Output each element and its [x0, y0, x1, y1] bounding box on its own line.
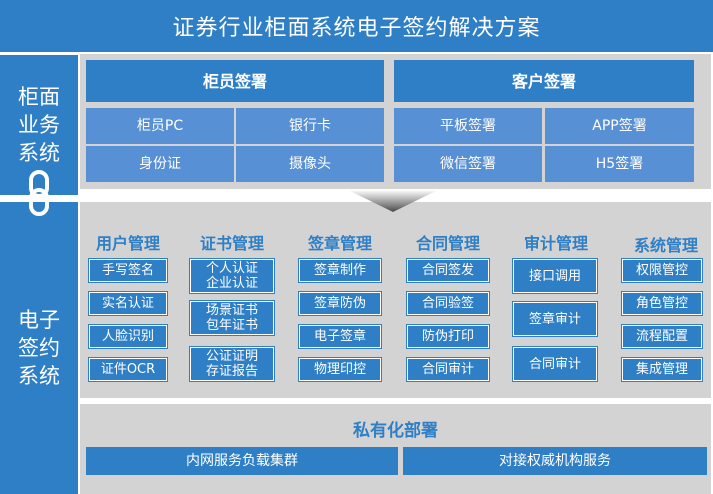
- module-item: 签章审计: [513, 302, 597, 336]
- esign-label-line: 签约: [18, 336, 60, 360]
- customer-item: APP签署: [545, 108, 694, 144]
- private-item: 对接权威机构服务: [403, 447, 707, 475]
- esign-label-line: 系统: [18, 364, 60, 388]
- customer-item: 微信签署: [394, 146, 542, 182]
- teller-item: 柜员PC: [86, 108, 234, 144]
- customer-item: 平板签署: [394, 108, 542, 144]
- module-title-user: 用户管理: [95, 234, 160, 253]
- module-item: 电子签章: [299, 325, 381, 348]
- module-item: 签章制作: [299, 259, 381, 282]
- module-title-contract: 合同管理: [415, 234, 480, 253]
- module-title-audit: 审计管理: [523, 234, 588, 253]
- customer-item: H5签署: [545, 146, 694, 182]
- module-item: 场景证书 包年证书: [190, 301, 274, 335]
- module-item: 公证证明 存证报告: [190, 347, 274, 381]
- module-item: 证件OCR: [89, 358, 167, 381]
- module-item: 接口调用: [513, 259, 597, 293]
- module-item: 实名认证: [89, 292, 167, 315]
- module-title-system: 系统管理: [633, 236, 698, 255]
- teller-sign-header: 柜员签署: [86, 60, 384, 102]
- module-item-line: 个人认证: [205, 261, 258, 276]
- modules-panel: [80, 202, 711, 398]
- teller-item: 银行卡: [236, 108, 384, 144]
- module-item: 权限管控: [622, 259, 702, 282]
- module-item: 签章防伪: [299, 292, 381, 315]
- module-item: 合同签发: [407, 259, 489, 282]
- module-item-line: 企业认证: [205, 276, 258, 291]
- module-title-cert: 证书管理: [199, 234, 264, 253]
- customer-sign-header: 客户签署: [394, 60, 694, 102]
- module-item: 合同验签: [407, 292, 489, 315]
- down-arrow-icon: [348, 190, 438, 212]
- module-item: 流程配置: [622, 325, 702, 348]
- module-item: 个人认证 企业认证: [190, 259, 274, 293]
- esign-system-label: 电子 签约 系统: [0, 202, 78, 494]
- counter-label-line: 业务: [18, 113, 60, 137]
- teller-item: 摄像头: [236, 146, 384, 182]
- module-item-line: 公证证明: [205, 349, 258, 364]
- module-title-seal: 签章管理: [307, 234, 372, 253]
- module-item-line: 存证报告: [205, 364, 258, 379]
- module-item: 手写签名: [89, 259, 167, 282]
- page-title: 证券行业柜面系统电子签约解决方案: [0, 0, 713, 52]
- module-item: 合同审计: [407, 358, 489, 381]
- esign-label-line: 电子: [18, 308, 60, 332]
- module-item: 人脸识别: [89, 325, 167, 348]
- module-item: 合同审计: [513, 347, 597, 381]
- private-deploy-title: 私有化部署: [353, 421, 438, 441]
- module-item: 角色管控: [622, 292, 702, 315]
- module-item-line: 场景证书: [205, 303, 258, 318]
- module-item: 防伪打印: [407, 325, 489, 348]
- counter-label-line: 系统: [18, 141, 60, 165]
- chain-link-icon: [29, 170, 49, 216]
- teller-item: 身份证: [86, 146, 234, 182]
- private-item: 内网服务负载集群: [86, 447, 398, 475]
- module-item: 集成管理: [622, 358, 702, 381]
- module-item-line: 包年证书: [205, 318, 258, 333]
- counter-label-line: 柜面: [18, 85, 60, 109]
- module-item: 物理印控: [299, 358, 381, 381]
